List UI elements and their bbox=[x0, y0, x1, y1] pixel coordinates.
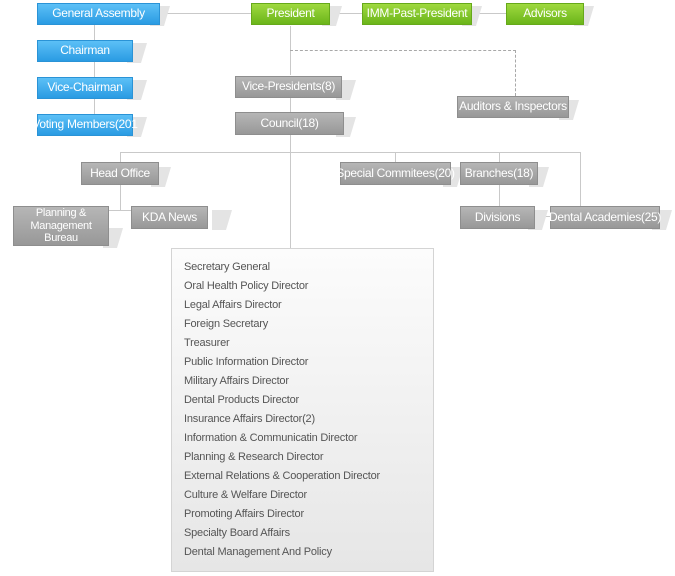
director-item: Culture & Welfare Director bbox=[184, 489, 307, 501]
connector-imm-advisors bbox=[471, 13, 507, 14]
general-assembly-box[interactable]: General Assembly bbox=[37, 3, 160, 25]
connector-president-assembly bbox=[160, 13, 252, 14]
director-item: Dental Products Director bbox=[184, 394, 300, 406]
chairman-box[interactable]: Chairman bbox=[37, 40, 133, 62]
vice-presidents-box[interactable]: Vice-Presidents(8) bbox=[235, 76, 342, 98]
vice-chairman-box[interactable]: Vice-Chairman bbox=[37, 77, 133, 99]
connector-branch-bar bbox=[120, 152, 580, 153]
connector-right-edge bbox=[580, 152, 581, 206]
connector-head-office-down bbox=[120, 185, 121, 210]
divisions-box[interactable]: Divisions bbox=[460, 206, 535, 229]
connector-vp-council bbox=[290, 96, 291, 112]
connector-auditors-dashed-h bbox=[290, 50, 516, 51]
director-item: Specialty Board Affairs bbox=[184, 527, 290, 539]
connector-branches-divisions bbox=[499, 185, 500, 207]
planning-management-bureau-box[interactable]: Planning & Management Bureau bbox=[13, 206, 109, 246]
director-item: Legal Affairs Director bbox=[184, 299, 282, 311]
director-item: Promoting Affairs Director bbox=[184, 508, 304, 520]
council-box[interactable]: Council(18) bbox=[235, 112, 344, 135]
advisors-box[interactable]: Advisors bbox=[506, 3, 584, 25]
connector-auditors-dashed-v bbox=[515, 50, 516, 96]
connector-left-column bbox=[94, 24, 95, 116]
president-box[interactable]: President bbox=[251, 3, 330, 25]
director-item: Foreign Secretary bbox=[184, 318, 269, 330]
connector-head-office bbox=[120, 152, 121, 163]
director-item: Military Affairs Director bbox=[184, 375, 289, 387]
dental-academies-box[interactable]: Dental Academies(25) bbox=[549, 206, 661, 229]
director-item: External Relations & Cooperation Directo… bbox=[184, 470, 381, 482]
shadow bbox=[212, 210, 232, 230]
connector-president-imm bbox=[330, 13, 363, 14]
director-item: Planning & Research Director bbox=[184, 451, 324, 463]
director-item: Secretary General bbox=[184, 261, 270, 273]
head-office-box[interactable]: Head Office bbox=[81, 162, 159, 185]
kda-news-box[interactable]: KDA News bbox=[131, 206, 208, 229]
special-committees-box[interactable]: Special Commitees(20) bbox=[336, 162, 455, 185]
director-item: Insurance Affairs Director(2) bbox=[184, 413, 315, 425]
connector-special-committees bbox=[395, 152, 396, 163]
branches-box[interactable]: Branches(18) bbox=[460, 162, 538, 185]
voting-members-box[interactable]: Voting Members(201 bbox=[32, 114, 138, 136]
director-item: Oral Health Policy Director bbox=[184, 280, 309, 292]
director-item: Dental Management And Policy bbox=[184, 546, 332, 558]
auditors-inspectors-box[interactable]: Auditors & Inspectors bbox=[457, 96, 569, 118]
director-item: Public Information Director bbox=[184, 356, 309, 368]
imm-past-president-box[interactable]: IMM-Past-President bbox=[362, 3, 472, 25]
connector-council-trunk bbox=[290, 134, 291, 248]
connector-branches bbox=[499, 152, 500, 163]
director-item: Information & Communicatin Director bbox=[184, 432, 358, 444]
director-item: Treasurer bbox=[184, 337, 230, 349]
